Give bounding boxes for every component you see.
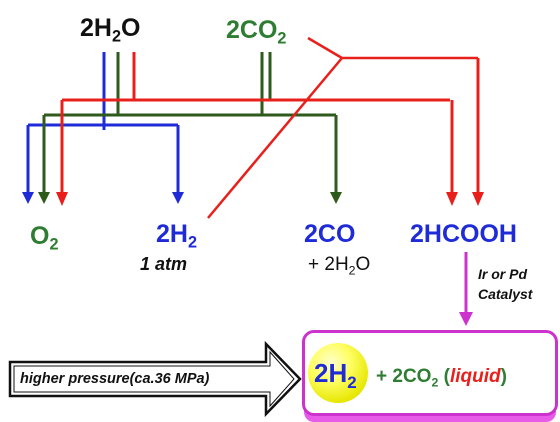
liquid-word: liquid	[449, 366, 501, 387]
red-arrow-hcooh-1	[446, 192, 458, 206]
catalyst-label-2: Catalyst	[478, 286, 533, 302]
pressure-arrow-inner	[13, 350, 295, 408]
pressure-label: higher pressure(ca.36 MPa)	[20, 371, 210, 387]
reactant-co2: 2CO2	[226, 16, 287, 48]
blue-arrow-h2	[172, 192, 184, 204]
red-diagonal-h2	[207, 57, 343, 219]
product-hcooh: 2HCOOH	[410, 220, 517, 248]
pressure-arrow-shape	[8, 340, 302, 418]
red-arrow-o2	[56, 192, 68, 206]
result-h2: 2H2	[314, 358, 357, 392]
product-o2: O2	[30, 222, 59, 254]
product-h2: 2H2	[156, 220, 198, 252]
h2-pressure-note: 1 atm	[140, 254, 188, 274]
red-arrow-hcooh-2	[472, 192, 484, 206]
product-co: 2CO	[304, 220, 356, 248]
result-co2-liquid: + 2CO2 (liquid)	[376, 366, 507, 390]
green-arrow-o2	[38, 192, 50, 204]
product-co-water: + 2H2O	[308, 254, 371, 278]
catalyst-arrow	[459, 312, 473, 326]
blue-arrow-o2	[22, 192, 34, 204]
reactant-water: 2H2O	[80, 14, 141, 46]
h2-ball	[308, 343, 368, 403]
green-arrow-co	[330, 192, 342, 204]
catalyst-label-1: Ir or Pd	[478, 266, 528, 282]
red-co2-up	[307, 36, 343, 60]
